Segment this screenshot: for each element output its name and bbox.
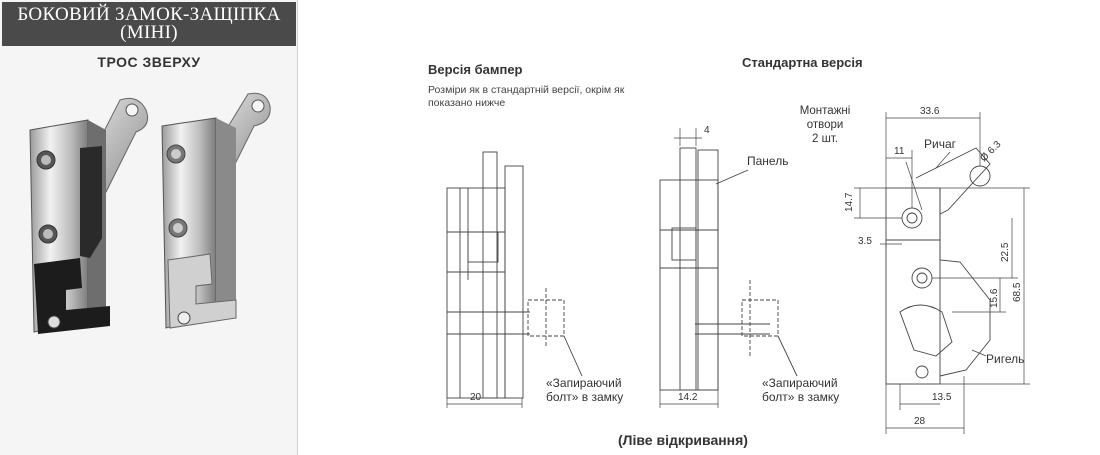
drawing-lines: 20 14.2 4 33.6 11 Ø 6.3 14.7 3.5 22.5 15… (446, 106, 1030, 434)
product-panel: БОКОВИЙ ЗАМОК-ЗАЩІПКА (МІНІ) ТРОС ЗВЕРХУ (0, 0, 298, 455)
dim-13-5: 13.5 (932, 392, 952, 403)
dim-diameter-6-3: Ø 6.3 (978, 139, 1003, 164)
product-title-line2: (МІНІ) (120, 22, 178, 43)
technical-drawing: Версія бампер Розміри як в стандартній в… (300, 0, 1100, 455)
dim-14-7: 14.7 (844, 192, 855, 212)
dim-22-5: 22.5 (1000, 242, 1011, 262)
mount-holes-label-line1: Монтажні (799, 105, 851, 117)
dim-3-5: 3.5 (858, 236, 872, 247)
standard-bolt-caption: «Запираючий болт» в замку (762, 376, 839, 404)
dimension-lines (446, 112, 1030, 434)
dim-33-6: 33.6 (920, 106, 940, 117)
bumper-version-note: Розміри як в стандартній версії, окрім я… (428, 84, 625, 109)
panel-label: Панель (747, 154, 789, 168)
product-title: БОКОВИЙ ЗАМОК-ЗАЩІПКА (МІНІ) (2, 2, 296, 46)
bumper-bolt-caption-line1: «Запираючий (546, 376, 622, 390)
standard-bolt-caption-line2: болт» в замку (762, 390, 840, 404)
standard-front-view (885, 147, 991, 385)
standard-bolt-caption-line1: «Запираючий (762, 376, 838, 390)
mount-holes-label-line2: отвори (806, 119, 844, 131)
opening-direction-footer: (Ліве відкривання) (618, 432, 748, 448)
bumper-bolt-caption-line2: болт» в замку (546, 390, 624, 404)
bumper-bolt-caption: «Запираючий болт» в замку (546, 376, 623, 404)
bumper-version-heading: Версія бампер (428, 62, 523, 77)
standard-bolt-dashed (741, 280, 779, 356)
dim-20: 20 (470, 392, 482, 403)
standard-version-heading: Стандартна версія (742, 55, 863, 70)
bumper-side-view (446, 151, 530, 399)
lever-label: Ричаг (924, 137, 957, 151)
mount-holes-label: Монтажні отвори 2 шт. (796, 104, 854, 146)
mount-holes-label-line3: 2 шт. (811, 133, 838, 145)
latch-label: Ригель (986, 352, 1025, 366)
dim-28: 28 (914, 416, 926, 427)
product-subtitle: ТРОС ЗВЕРХУ (97, 54, 201, 70)
dim-14-2: 14.2 (678, 392, 698, 403)
dim-4: 4 (704, 125, 710, 136)
bumper-bolt-dashed (527, 288, 565, 346)
product-photo (29, 92, 271, 334)
dim-68-5: 68.5 (1012, 282, 1023, 302)
lock-photo-black (29, 97, 149, 334)
dim-11: 11 (894, 146, 905, 157)
dim-15-6: 15.6 (989, 288, 1000, 308)
standard-side-view (659, 147, 770, 391)
lock-photo-metal (161, 92, 271, 329)
product-title-line1: БОКОВИЙ ЗАМОК-ЗАЩІПКА (17, 4, 281, 25)
